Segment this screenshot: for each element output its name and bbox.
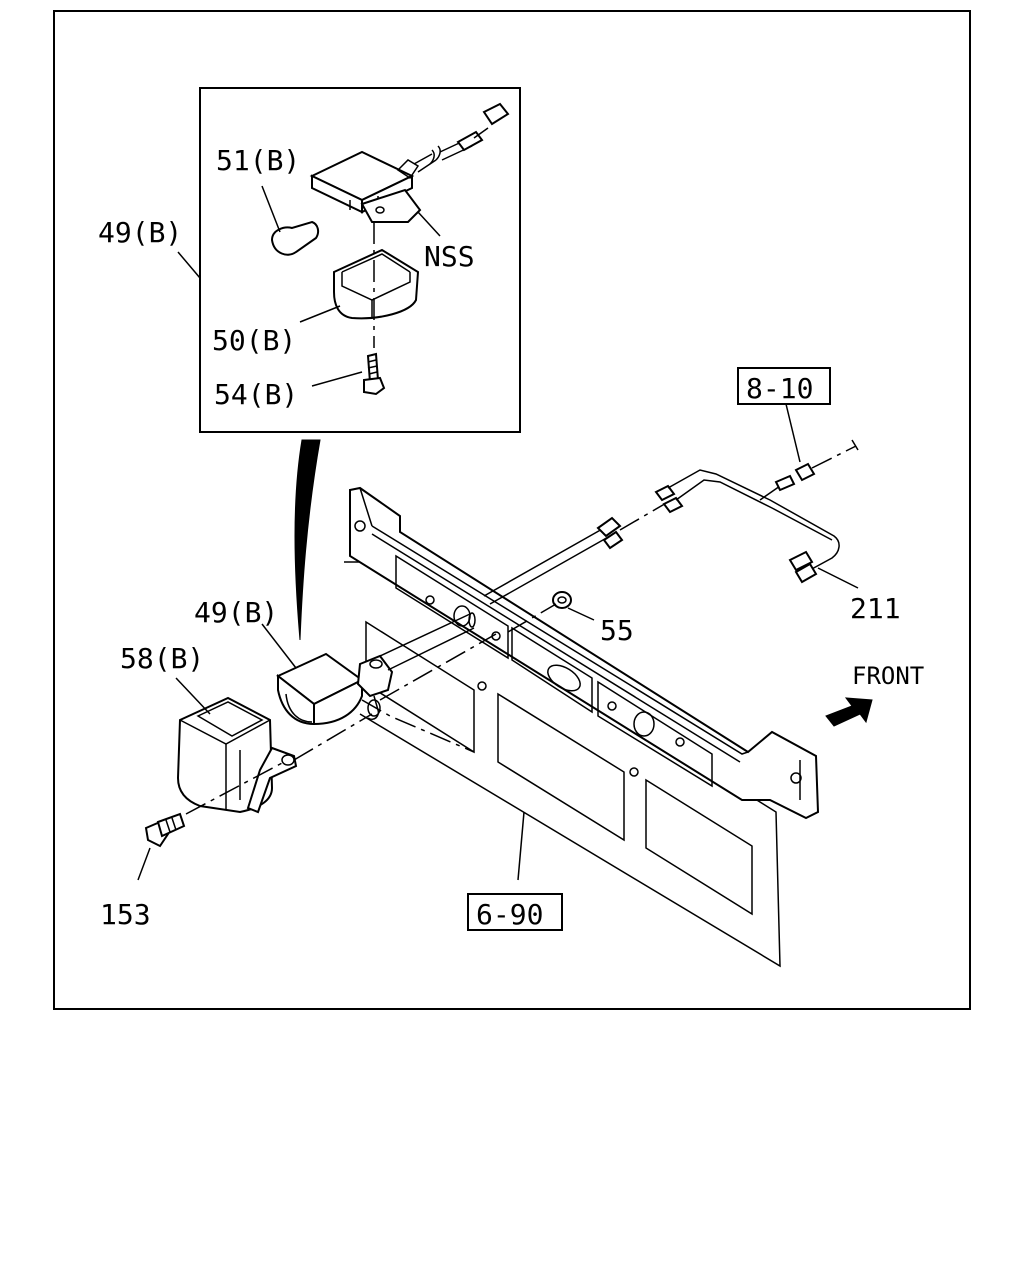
license-lamp-assembly xyxy=(276,612,501,753)
inset-detail-box xyxy=(199,87,521,433)
wiring-harness xyxy=(483,439,859,633)
callout-50b: 50(B) xyxy=(212,324,296,357)
bulb-part xyxy=(270,220,320,256)
callout-8-10: 8-10 xyxy=(746,372,813,405)
inset-pointer-arrow xyxy=(294,439,321,641)
ref-box-8-10 xyxy=(737,367,831,405)
callout-211: 211 xyxy=(850,592,901,625)
lens-cover-detail xyxy=(333,248,420,320)
callout-nss: NSS xyxy=(424,240,475,273)
lamp-cover xyxy=(176,696,373,815)
diagram-frame xyxy=(53,10,971,1010)
callout-54b: 54(B) xyxy=(214,378,298,411)
front-direction-arrow-icon xyxy=(825,697,873,727)
callout-153: 153 xyxy=(100,898,151,931)
ref-box-6-90 xyxy=(467,893,563,931)
callout-58b: 58(B) xyxy=(120,642,204,675)
screw-part xyxy=(363,352,386,396)
callout-6-90: 6-90 xyxy=(476,898,543,931)
callout-55: 55 xyxy=(600,614,634,647)
bolt-part xyxy=(144,812,186,848)
front-label: FRONT xyxy=(852,662,924,690)
callout-51b: 51(B) xyxy=(216,144,300,177)
lamp-housing-detail xyxy=(309,102,510,223)
mounting-bracket xyxy=(349,486,820,820)
callout-49b: 49(B) xyxy=(194,596,278,629)
callout-49b-top: 49(B) xyxy=(98,216,182,249)
